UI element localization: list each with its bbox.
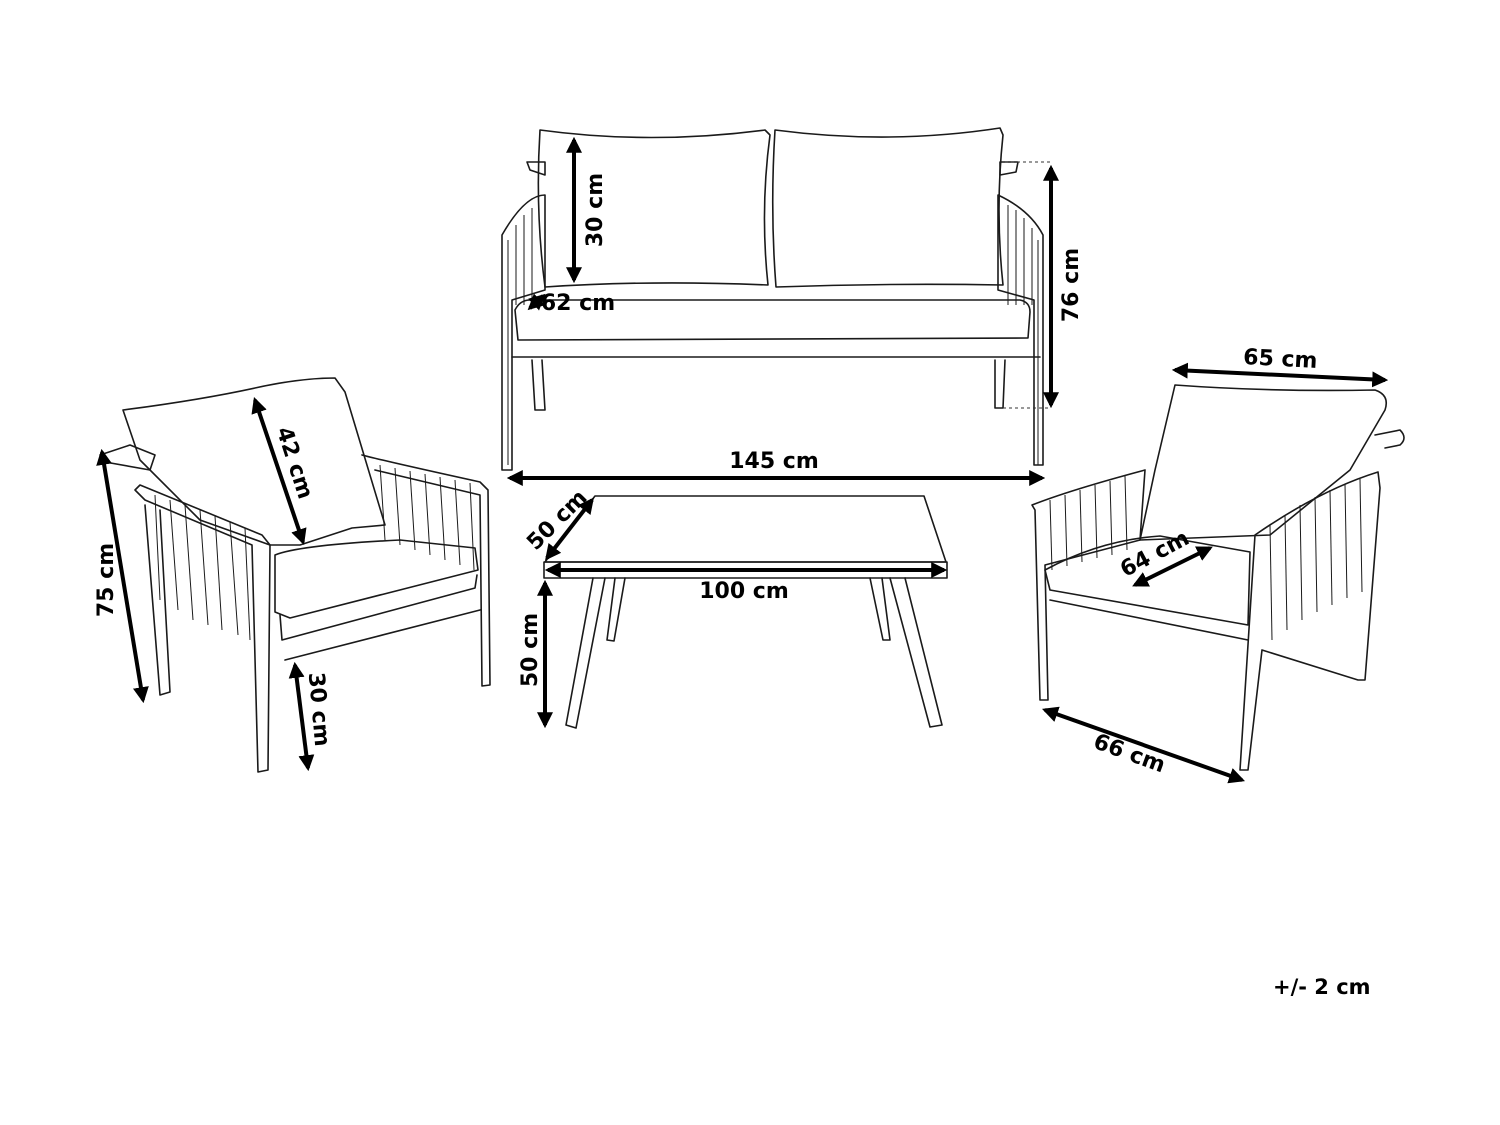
coffee-table-dimensions: 50 cm 100 cm 50 cm [518, 485, 948, 729]
armchair-left-dimensions: 75 cm 42 cm 30 cm [94, 396, 334, 772]
armchair-height-label: 75 cm [94, 543, 119, 617]
armchair-seat-height-label: 30 cm [303, 671, 334, 747]
sofa-drawing [501, 127, 1044, 471]
armchair-right-dimensions: 65 cm 64 cm 66 cm [1041, 345, 1389, 784]
sofa-seat-depth-label: 62 cm [541, 291, 615, 316]
armchair-left-drawing [99, 377, 491, 773]
sofa-width-label: 145 cm [729, 449, 819, 474]
table-height-label: 50 cm [518, 613, 543, 687]
armchair-width-label: 65 cm [1243, 345, 1318, 374]
table-width-label: 100 cm [699, 579, 789, 604]
armchair-depth-label: 66 cm [1090, 729, 1168, 778]
sofa-cushion-height-label: 30 cm [583, 173, 608, 247]
sofa-height-label: 76 cm [1059, 248, 1084, 322]
tolerance-note: +/- 2 cm [1273, 975, 1371, 999]
sofa-dimensions: 30 cm 62 cm 76 cm 145 cm [506, 136, 1084, 486]
coffee-table-drawing [543, 495, 948, 729]
armchair-right-drawing [1031, 384, 1405, 771]
